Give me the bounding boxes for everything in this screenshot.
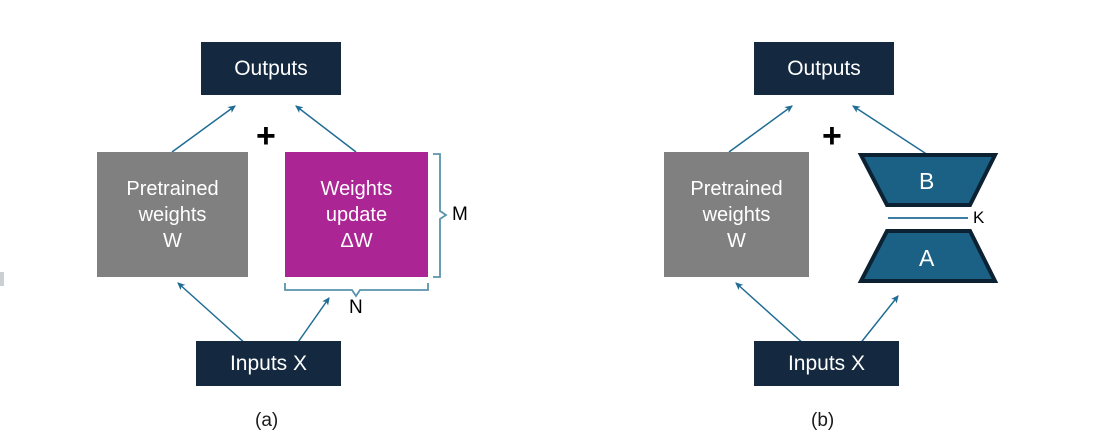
arrow-b-to-outputs-b [852, 105, 929, 156]
arrow-inputs-to-a-b [858, 295, 899, 346]
pretrained-weights-box-a[interactable]: Pretrained weights W [97, 152, 248, 277]
brace-n [284, 283, 429, 298]
outputs-box-b[interactable]: Outputs [754, 42, 894, 95]
pretrained-line-1-b: Pretrained [690, 177, 783, 200]
pretrained-line-2-b: weights [702, 203, 771, 226]
arrow-inputs-to-pretrained-b [735, 282, 806, 346]
pretrained-line-1-a: Pretrained [126, 177, 219, 200]
outputs-box-a[interactable]: Outputs [201, 42, 341, 95]
update-line-3-a: ΔW [340, 229, 373, 252]
inputs-box-b[interactable]: Inputs X [754, 341, 899, 386]
inputs-label-b: Inputs X [787, 351, 866, 375]
left-edge-artifact [0, 272, 4, 286]
dim-label-m-a: M [452, 204, 468, 225]
weights-update-box-a[interactable]: Weights update ΔW [285, 152, 428, 277]
pretrained-weights-box-b[interactable]: Pretrained weights W [664, 152, 809, 277]
outputs-label-a: Outputs [234, 56, 308, 80]
update-line-1-a: Weights [320, 177, 393, 200]
update-line-2-a: update [325, 203, 388, 226]
panel-caption-a: (a) [255, 410, 279, 431]
panel-caption-b: (b) [811, 410, 835, 431]
plus-sign-b: + [822, 117, 842, 155]
matrix-b-label: B [919, 168, 935, 194]
matrix-a-label: A [919, 245, 935, 271]
arrow-inputs-to-update-a [295, 297, 330, 346]
plus-sign-a: + [256, 117, 276, 155]
arrow-update-to-outputs-a [295, 105, 357, 153]
inputs-label-a: Inputs X [229, 351, 308, 375]
dim-label-n-a: N [349, 297, 363, 318]
pretrained-line-3-b: W [727, 229, 746, 252]
pretrained-line-2-a: weights [138, 203, 207, 226]
arrow-pretrained-to-outputs-a [171, 105, 236, 153]
pretrained-line-3-a: W [163, 229, 182, 252]
arrow-pretrained-to-outputs-b [728, 105, 793, 153]
rank-label-k: K [973, 208, 985, 227]
arrow-inputs-to-pretrained-a [177, 282, 248, 346]
inputs-box-a[interactable]: Inputs X [196, 341, 341, 386]
brace-m [433, 153, 448, 278]
outputs-label-b: Outputs [787, 56, 861, 80]
